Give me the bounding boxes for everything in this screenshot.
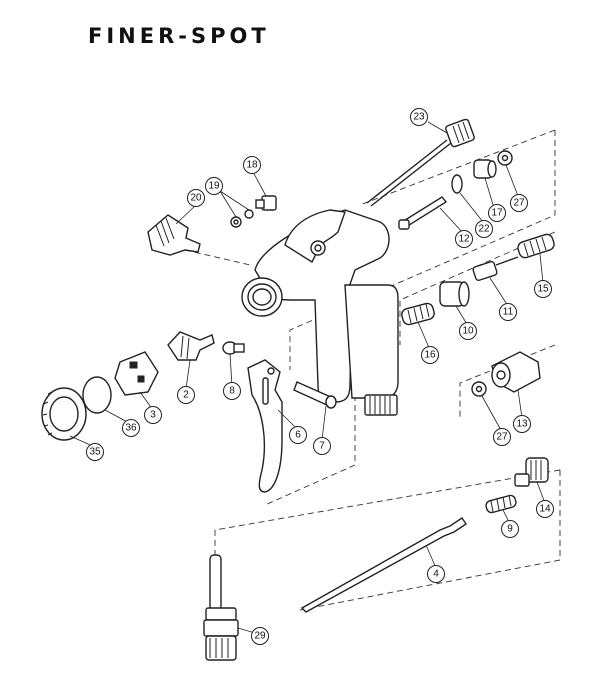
part-14-knob xyxy=(514,457,549,487)
part-callout-number: 20 xyxy=(190,193,202,204)
part-12-rod xyxy=(398,196,448,230)
part-callout-27: 27 xyxy=(493,428,511,446)
part-callout-6: 6 xyxy=(289,426,307,444)
part-18-19-20 xyxy=(147,195,277,256)
part-callout-number: 7 xyxy=(319,441,325,452)
gun-body xyxy=(241,209,399,416)
part-callout-13: 13 xyxy=(513,415,531,433)
part-callout-14: 14 xyxy=(536,500,554,518)
part-callout-8: 8 xyxy=(223,382,241,400)
part-4-needle xyxy=(300,517,467,613)
part-callout-15: 15 xyxy=(534,280,552,298)
part-callout-number: 14 xyxy=(539,504,551,515)
part-callout-number: 10 xyxy=(462,326,474,337)
part-callout-17: 17 xyxy=(488,204,506,222)
part-callout-number: 6 xyxy=(295,430,301,441)
part-callout-number: 4 xyxy=(433,569,439,580)
part-11-valve xyxy=(472,256,519,281)
part-callout-23: 23 xyxy=(410,108,428,126)
part-callout-number: 17 xyxy=(491,208,503,219)
part-callout-number: 8 xyxy=(229,386,235,397)
part-7-pin xyxy=(293,381,337,409)
part-callout-number: 27 xyxy=(496,432,508,443)
part-callout-7: 7 xyxy=(313,437,331,455)
part-callout-29: 29 xyxy=(251,627,269,645)
part-callout-27: 27 xyxy=(510,194,528,212)
part-10-nut xyxy=(439,281,470,307)
part-23-needle-assembly xyxy=(366,118,475,207)
part-callout-number: 22 xyxy=(478,224,490,235)
part-callout-19: 19 xyxy=(205,177,223,195)
part-17-and-27 xyxy=(473,150,513,179)
part-36-ring xyxy=(82,376,112,414)
part-callout-36: 36 xyxy=(122,419,140,437)
part-22-o-ring xyxy=(451,174,463,194)
part-callout-35: 35 xyxy=(86,443,104,461)
part-callout-number: 9 xyxy=(507,524,513,535)
part-callout-12: 12 xyxy=(455,230,473,248)
part-callout-number: 18 xyxy=(246,160,258,171)
part-8-screw xyxy=(222,341,245,355)
part-callout-number: 19 xyxy=(208,181,220,192)
part-16-spring xyxy=(401,302,435,326)
part-callout-9: 9 xyxy=(501,520,519,538)
part-callout-number: 15 xyxy=(537,284,549,295)
part-callout-4: 4 xyxy=(427,565,445,583)
part-callout-22: 22 xyxy=(475,220,493,238)
part-27-washer xyxy=(471,381,487,397)
part-callout-number: 2 xyxy=(183,390,189,401)
part-callout-number: 35 xyxy=(89,447,101,458)
part-callout-20: 20 xyxy=(187,189,205,207)
part-callout-number: 12 xyxy=(458,234,470,245)
part-callout-3: 3 xyxy=(144,406,162,424)
part-callout-number: 13 xyxy=(516,419,528,430)
part-callout-10: 10 xyxy=(459,322,477,340)
part-callout-number: 3 xyxy=(150,410,156,421)
part-9-spring xyxy=(485,494,517,514)
part-3-air-cap xyxy=(114,351,159,396)
part-callout-number: 27 xyxy=(513,198,525,209)
part-callout-16: 16 xyxy=(421,346,439,364)
part-callout-number: 16 xyxy=(424,350,436,361)
part-callout-number: 29 xyxy=(254,631,266,642)
part-callout-number: 11 xyxy=(503,307,514,318)
part-29-fitting xyxy=(203,554,239,661)
part-callout-2: 2 xyxy=(177,386,195,404)
part-callout-number: 23 xyxy=(413,112,425,123)
part-6-trigger xyxy=(247,359,283,493)
part-callout-11: 11 xyxy=(499,303,517,321)
part-callout-18: 18 xyxy=(243,156,261,174)
part-callout-number: 36 xyxy=(125,423,137,434)
diagram-title: FINER-SPOT xyxy=(88,24,270,48)
part-15-spring xyxy=(517,233,555,259)
part-13-nut xyxy=(491,351,541,393)
part-35-retaining-ring xyxy=(41,387,87,441)
part-2-nozzle xyxy=(167,331,215,361)
callout-labels: 23 18 19 20 17 27 22 12 15 11 10 16 2 8 3 36 35 6 7 13 27 14 9… xyxy=(86,108,554,645)
